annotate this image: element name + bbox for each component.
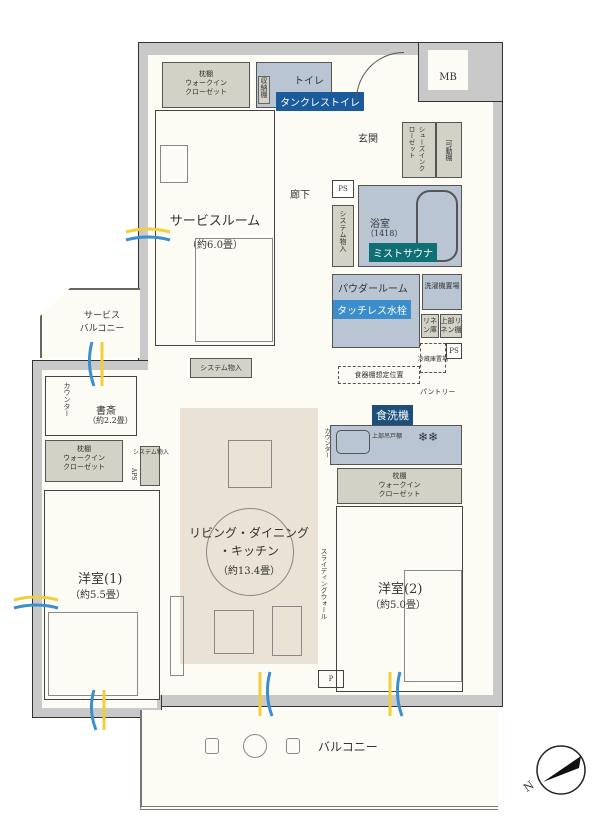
study-room <box>45 376 137 436</box>
system-storage-hall-label: システム物入 <box>339 210 347 252</box>
ventilation-icon-service-room <box>124 226 172 250</box>
ldk-name: リビング・ダイニング・キッチン <box>188 526 309 558</box>
counter-kitchen-label: カウンター <box>323 428 330 458</box>
western-2-name: 洋室(2) <box>378 582 423 597</box>
upper-linen-label: 上部リネン棚 <box>440 317 462 334</box>
service-room-name: サービスルーム <box>169 214 261 229</box>
study-size: （約2.2畳） <box>88 416 133 425</box>
service-room <box>155 110 275 346</box>
balcony-label: バルコニー <box>318 740 378 754</box>
shoes-closet-label: シューズインクローゼット <box>407 126 425 172</box>
sink <box>336 430 370 454</box>
system-storage-hall <box>332 205 354 267</box>
shoes-in-closet <box>402 122 436 178</box>
bath-size: （1418） <box>366 229 403 238</box>
western-room-2 <box>336 506 463 692</box>
bed-1 <box>48 612 138 696</box>
pantry-label: パントリー <box>420 388 456 396</box>
mb-label: MB <box>439 72 457 83</box>
desk <box>160 145 188 183</box>
walk-in-closet-top <box>162 62 250 108</box>
service-balcony-label: サービスバルコニー <box>79 311 125 334</box>
compass-icon <box>535 744 587 796</box>
balcony-table <box>243 734 267 758</box>
walk-in-closet-right <box>337 468 462 504</box>
wic-top-label: 枕棚ウォークインクローゼット <box>185 70 227 96</box>
coffee-table <box>214 610 254 654</box>
cupboard-label: 食器棚想定位置 <box>354 371 404 379</box>
ventilation-icon-western-1-bottom <box>88 688 112 736</box>
counter-study-label: カウンター <box>63 382 71 417</box>
study-name: 書斎 <box>96 406 116 417</box>
ventilation-icon-ldk <box>254 670 278 722</box>
sliding-wall-label: スライディングウォール <box>319 548 327 620</box>
dining-table <box>228 440 272 488</box>
western-room-1 <box>44 490 160 700</box>
hallway-label: 廊下 <box>290 190 310 201</box>
stove-burners-icon: ❄❄ <box>418 430 439 444</box>
hanging-cabinet-label: 上部吊戸棚 <box>372 433 403 440</box>
ldk-size: （約13.4畳） <box>217 566 281 577</box>
bathtub <box>416 190 458 262</box>
kitchen-counter <box>330 425 462 465</box>
touchless-faucet-badge: タッチレス水栓 <box>333 300 411 319</box>
p-box <box>318 670 344 688</box>
ps-box-1 <box>332 180 354 198</box>
wic-left-label: 枕棚ウォークインクローゼット <box>63 445 105 471</box>
p-label: P <box>328 675 334 683</box>
movable-shelf <box>436 122 462 178</box>
system-storage-middle-label: システム物入 <box>200 364 242 372</box>
wic-right-label: 枕棚ウォークインクローゼット <box>378 472 421 498</box>
bed <box>195 238 273 342</box>
linen-label: リネン庫 <box>423 317 437 334</box>
balcony-chair-right <box>286 738 300 754</box>
washer-space <box>422 274 462 310</box>
aps-label: APS <box>130 468 137 481</box>
bath-name: 浴室 <box>370 219 390 230</box>
fridge-label: 冷蔵庫置場 <box>418 356 449 363</box>
entrance-label: 玄関 <box>358 134 378 145</box>
balcony <box>140 710 498 810</box>
powder-room-label: パウダールーム <box>338 284 408 295</box>
movable-shelf-label: 可動棚 <box>445 140 453 161</box>
ventilation-icon-study <box>86 340 110 392</box>
western-1-size: （約5.5畳） <box>70 590 126 601</box>
ps-box-2 <box>446 343 462 359</box>
ventilation-icon-western-1 <box>12 594 60 618</box>
balcony-chair-left <box>205 738 219 754</box>
toilet-label: トイレ <box>294 76 324 87</box>
fridge-space <box>420 343 446 373</box>
toilet-shelf: 収納棚 <box>258 76 270 104</box>
mist-sauna-badge: ミストサウナ <box>369 243 437 262</box>
walk-in-closet-left <box>45 440 123 482</box>
dishwasher-badge: 食洗機 <box>372 405 413 425</box>
ps-label-1: PS <box>338 185 348 193</box>
western-2-size: （約5.0畳） <box>370 600 426 611</box>
system-storage-left <box>140 446 160 486</box>
round-rug <box>206 508 294 596</box>
mb-space <box>428 50 468 90</box>
tankless-toilet-badge: タンクレストイレ <box>276 92 364 111</box>
system-storage-left-label: システム物入 <box>133 449 169 456</box>
service-room-size: （約6.0畳） <box>187 240 243 251</box>
system-storage-middle <box>190 358 252 378</box>
bed-2 <box>404 570 462 682</box>
tv-stand <box>170 596 184 676</box>
ventilation-icon-western-2 <box>384 670 408 722</box>
sofa <box>272 606 302 656</box>
western-1-name: 洋室(1) <box>78 572 123 587</box>
linen-storage <box>421 314 439 338</box>
ps-label-2: PS <box>449 347 459 355</box>
washer-label: 洗濯機置場 <box>424 282 460 290</box>
cupboard-area <box>338 366 420 384</box>
upper-linen-shelf <box>440 314 462 338</box>
